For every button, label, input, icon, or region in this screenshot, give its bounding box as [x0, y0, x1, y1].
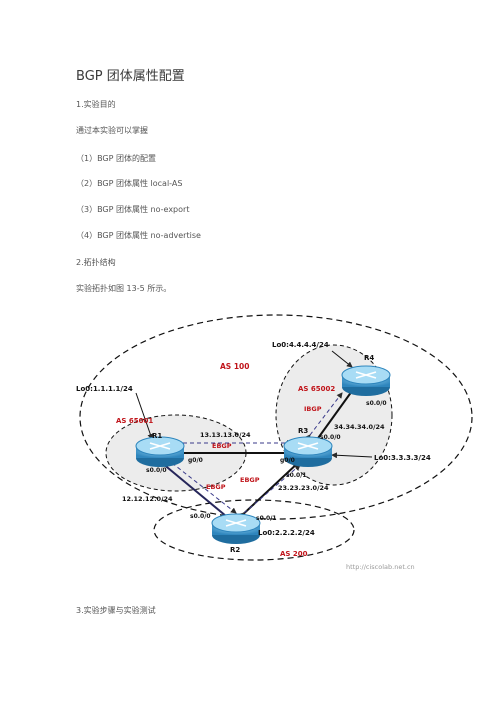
r1-g-label: g0/0 [188, 457, 203, 464]
objective-intro: 通过本实验可以掌握 [76, 126, 148, 135]
r3-label: R3 [298, 427, 308, 435]
section-steps: 3.实验步骤与实验测试 [76, 606, 156, 615]
r4-label: R4 [364, 354, 374, 362]
r3-s001-label: s0.0/1 [286, 472, 307, 479]
as100-label: AS 100 [220, 362, 249, 371]
lo-r3-label: Lo0:3.3.3.3/24 [374, 454, 431, 462]
as200-label: AS 200 [280, 550, 308, 558]
ebgp-r2-r3-arrow [238, 464, 301, 519]
lo-r1-label: Lo0:1.1.1.1/24 [76, 385, 133, 393]
ibgp-r3-r4-arrow [304, 392, 343, 441]
objective-item: （2）BGP 团体属性 local-AS [76, 179, 183, 188]
watermark-url: http://ciscolab.net.cn [346, 563, 415, 571]
lo-r3-pointer [331, 452, 373, 459]
ebgp-12-label: EBGP [206, 483, 226, 491]
objective-item: （4）BGP 团体属性 no-advertise [76, 231, 201, 240]
lo-r2-label: Lo0:2.2.2.2/24 [258, 529, 315, 537]
topology-diagram: Lo0:4.4.4.4/24 AS 100 R4 AS 65002 IBGP s… [76, 314, 473, 571]
lo-r4-label: Lo0:4.4.4.4/24 [272, 341, 329, 349]
objective-item: （3）BGP 团体属性 no-export [76, 205, 190, 214]
r2-s000-label: s0.0/0 [190, 513, 211, 520]
as65002-label: AS 65002 [298, 385, 335, 393]
router-r1 [135, 436, 185, 467]
net13-label: 13.13.13.0/24 [200, 431, 251, 439]
objective-item: （1）BGP 团体的配置 [76, 154, 157, 163]
r2-s001-label: s0.0/1 [256, 515, 277, 522]
router-r3 [283, 436, 333, 467]
router-r2 [211, 513, 261, 544]
ibgp-label: IBGP [304, 405, 322, 413]
r1-s-label: s0.0/0 [146, 467, 167, 474]
r4-s0-label: s0.0/0 [366, 400, 387, 407]
as65001-label: AS 65001 [116, 417, 153, 425]
page-title: BGP 团体属性配置 [76, 69, 185, 84]
section-topology: 2.拓扑结构 [76, 258, 116, 267]
lo-r1-pointer [135, 392, 154, 440]
section-objective: 1.实验目的 [76, 100, 116, 109]
net23-label: 23.23.23.0/24 [278, 484, 329, 492]
ebgp-13-label: EBGP [212, 442, 232, 450]
r1-label: R1 [152, 432, 162, 440]
net34-label: 34.34.34.0/24 [334, 423, 385, 431]
r3-s000-label: s0.0/0 [320, 434, 341, 441]
r2-label: R2 [230, 546, 240, 554]
as100-boundary [79, 314, 473, 520]
router-r4 [341, 365, 391, 396]
net12-label: 12.12.12.0/24 [122, 495, 173, 503]
r3-g-label: g0/0 [280, 457, 295, 464]
ebgp-23-label: EBGP [240, 476, 260, 484]
topology-description: 实验拓扑如图 13-5 所示。 [76, 284, 172, 293]
as200-boundary [153, 499, 355, 561]
lo-r4-pointer [331, 350, 353, 368]
